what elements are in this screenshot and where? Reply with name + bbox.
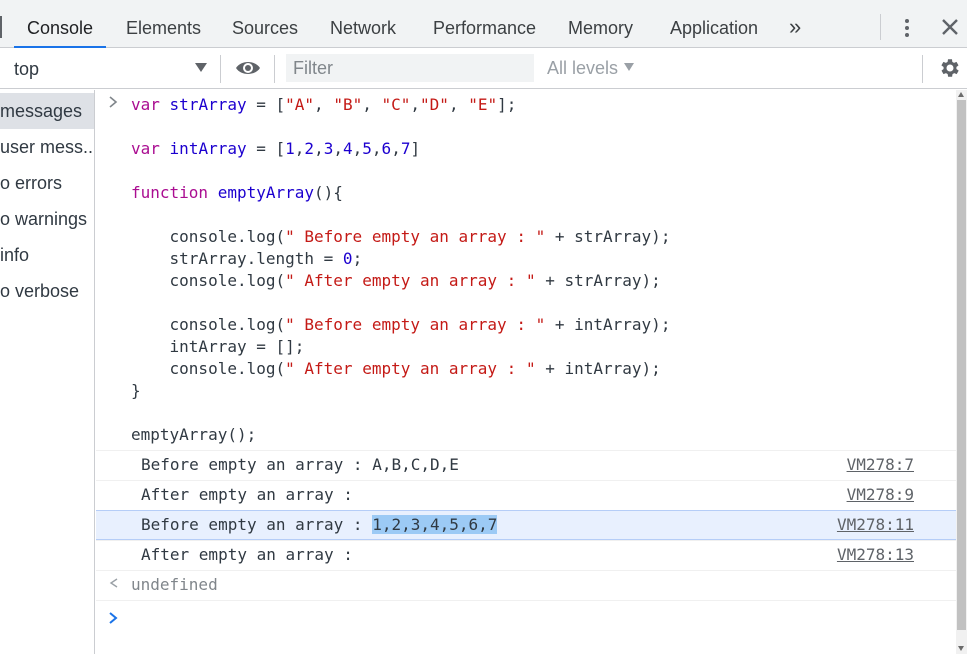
console-scrollbar[interactable] [956,90,967,654]
console-sidebar: messages user mess... o errors o warning… [0,90,95,654]
result-arrow-icon [109,578,118,588]
result-value: undefined [131,575,218,594]
log-source-link[interactable]: VM278:7 [846,455,914,474]
log-message: Before empty an array : 1,2,3,4,5,6,7 [141,515,498,534]
chevron-right-icon [109,96,118,108]
sidebar-item-label: user mess... [0,137,95,157]
console-log-row: Before empty an array : A,B,C,D,E VM278:… [96,450,956,480]
console-result-row: undefined [96,570,956,600]
console-toolbar: top All levels [0,49,967,89]
code-line: } [131,381,141,400]
console-log-row: After empty an array : VM278:9 [96,480,956,510]
eye-icon[interactable] [234,57,262,79]
log-source-link[interactable]: VM278:13 [836,545,914,564]
sidebar-item-errors[interactable]: o errors [0,165,94,201]
context-value: top [14,59,40,79]
prompt-chevron-icon [109,612,118,624]
code-line: console.log(" Before empty an array : " … [131,315,671,334]
code-line: function emptyArray(){ [131,183,343,202]
filter-input[interactable] [286,54,534,82]
chevron-down-icon [624,63,635,71]
code-line: console.log(" Before empty an array : " … [131,227,671,246]
tab-application[interactable]: Application [670,18,759,38]
sidebar-item-label: o verbose [0,281,80,301]
console-log-row: After empty an array : VM278:13 [96,540,956,570]
log-message: After empty an array : [141,545,363,564]
code-line: emptyArray(); [131,425,257,444]
console-prompt[interactable] [96,600,956,634]
log-message: After empty an array : [141,485,363,504]
log-source-link[interactable]: VM278:11 [836,515,914,534]
sidebar-item-warnings[interactable]: o warnings [0,201,94,237]
log-levels-label: All levels [547,58,619,78]
code-line: var intArray = [1,2,3,4,5,6,7] [131,139,421,158]
close-icon[interactable] [940,17,960,37]
sidebar-item-label: o errors [0,173,63,193]
tab-sources[interactable]: Sources [232,18,299,38]
tab-console[interactable]: Console [13,0,107,48]
sidebar-item-label: info [0,245,30,265]
context-selector[interactable]: top [0,49,220,89]
code-line: strArray.length = 0; [131,249,363,268]
scroll-up-arrow-icon[interactable] [958,92,964,97]
tab-network[interactable]: Network [330,18,397,38]
sidebar-item-label: o warnings [0,209,88,229]
divider [274,55,275,83]
log-levels-dropdown[interactable]: All levels [547,58,635,79]
divider [220,55,221,83]
divider [880,14,881,40]
devtools-tab-bar: Console Elements Sources Network Perform… [0,0,967,48]
sidebar-item-verbose[interactable]: o verbose [0,273,94,309]
settings-gear-icon[interactable] [937,56,961,80]
log-source-link[interactable]: VM278:9 [846,485,914,504]
console-log-row-selected: Before empty an array : 1,2,3,4,5,6,7 VM… [96,510,956,540]
scrollbar-thumb[interactable] [957,100,966,630]
tab-bar-edge [0,16,2,38]
divider [922,55,923,83]
code-line: console.log(" After empty an array : " +… [131,271,661,290]
kebab-menu-icon[interactable] [897,17,917,41]
scroll-down-arrow-icon[interactable] [958,646,964,651]
code-line: var strArray = ["A", "B", "C","D", "E"]; [131,95,517,114]
more-tabs-button[interactable]: » [789,14,802,39]
sidebar-item-user-messages[interactable]: user mess... [0,129,95,165]
tab-memory[interactable]: Memory [568,18,634,38]
sidebar-item-label: messages [0,101,83,121]
sidebar-item-info[interactable]: info [0,237,94,273]
console-output[interactable]: var strArray = ["A", "B", "C","D", "E"];… [96,90,956,654]
sidebar-item-messages[interactable]: messages [0,93,94,129]
code-line: intArray = []; [131,337,305,356]
chevron-down-icon [195,63,207,72]
code-line: console.log(" After empty an array : " +… [131,359,661,378]
log-message: Before empty an array : A,B,C,D,E [141,455,459,474]
tab-performance[interactable]: Performance [433,18,537,38]
tab-elements[interactable]: Elements [126,18,202,38]
selected-text: 1,2,3,4,5,6,7 [372,515,498,534]
